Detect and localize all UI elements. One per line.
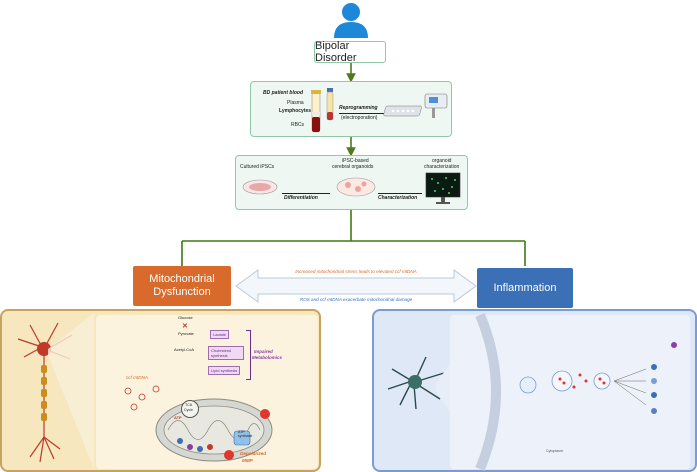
tube-icon xyxy=(326,88,334,121)
microscope-monitor-icon xyxy=(425,172,461,204)
organoids-label-1: iPSC-based xyxy=(342,158,369,164)
mitochondrial-dysfunction-box: Mitochondrial Dysfunction xyxy=(133,266,231,306)
pyruvate-label: Pyruvate xyxy=(178,331,194,336)
depolarized-line-2: MMP xyxy=(242,458,253,463)
electroporation-label: (electroporation) xyxy=(341,115,378,121)
char-title-1: organoid xyxy=(432,158,452,164)
blood-title: BD patient blood xyxy=(263,90,303,96)
arrow-bottom-text: ROS and ccf mtDNA exacerbate mitochondri… xyxy=(299,297,413,302)
organoids-label-2: cerebral organoids xyxy=(332,164,374,170)
depolarized-line-1: Depolarized xyxy=(240,451,267,456)
atp-starburst xyxy=(260,409,270,419)
electroporator-icon xyxy=(424,93,448,118)
well-plate-icon xyxy=(383,105,422,117)
rbcs-label: RBCs xyxy=(291,122,305,128)
impaired-line-2: Metabolomics xyxy=(252,355,283,360)
plasma-label: Plasma xyxy=(287,100,304,106)
organoid-pipeline-box: Cultured iPSCs Differentiation iPSC-base… xyxy=(235,155,468,210)
char-title-2: characterization xyxy=(424,164,460,170)
glucose-label: Glucose xyxy=(178,315,193,320)
zoom-callout xyxy=(48,313,94,469)
differentiation-label: Differentiation xyxy=(284,195,318,201)
lactate-label: Lactate xyxy=(210,330,230,339)
neuron-icon xyxy=(17,322,73,463)
mtdna-fragments xyxy=(124,385,160,411)
characterization-arrow xyxy=(378,193,422,194)
mitochondrial-panel: Glucose ✕ Pyruvate Lactate Acetyl-CoA Ch… xyxy=(0,309,321,472)
arrow-top-text: Increased mitochondrial stress leads to … xyxy=(295,269,417,274)
cytoplasm-label: Cytoplasm xyxy=(546,449,563,453)
reprogramming-arrow xyxy=(339,113,387,114)
ccf-mtdna-label: ccf mtDNA xyxy=(126,375,148,380)
tca-cycle-circle xyxy=(181,400,199,418)
blood-reprogramming-box: BD patient blood Plasma Lymphocytes RBCs… xyxy=(250,81,452,137)
blood-tube-icon xyxy=(311,90,321,133)
characterization-label: Characterization xyxy=(378,195,418,201)
lymphocytes-label: Lymphocytes xyxy=(279,108,312,114)
mito-line-1: Mitochondrial xyxy=(149,273,215,286)
lipid-label: Lipid synthesis xyxy=(208,366,241,375)
mito-line-2: Dysfunction xyxy=(153,286,211,298)
tca-line-2: Cycle xyxy=(184,408,193,412)
cell-membrane xyxy=(450,313,690,471)
reprogramming-label: Reprogramming xyxy=(339,105,378,111)
organoid-dish-icon xyxy=(336,177,376,197)
acetyl-label: Acetyl-CoA xyxy=(174,347,195,352)
person-icon xyxy=(334,3,368,38)
depolarized-starburst xyxy=(224,450,234,460)
glucose-block-icon: ✕ xyxy=(182,323,188,330)
disorder-title: Bipolar Disorder xyxy=(315,40,357,64)
atp-label-left: ATP xyxy=(174,415,182,420)
atp-synthase-label: ATP synthase xyxy=(238,430,253,439)
impaired-bracket xyxy=(246,330,251,380)
petri-dish-icon xyxy=(242,179,278,195)
tca-line-1: TCA xyxy=(185,403,193,407)
inflammation-panel: Cytoplasm xyxy=(372,309,697,472)
differentiation-arrow xyxy=(282,193,330,194)
cholesterol-label: Cholesterol synthesis xyxy=(208,346,244,360)
double-arrow xyxy=(235,269,477,303)
inflammation-label: Inflammation xyxy=(493,282,557,294)
inflammation-box: Inflammation xyxy=(477,268,573,308)
impaired-line-1: Impaired xyxy=(254,349,273,354)
cultured-ipsc-label: Cultured iPSCs xyxy=(240,164,275,170)
glial-cell-icon xyxy=(387,356,445,410)
disorder-title-box: Bipolar Disorder xyxy=(314,40,386,64)
